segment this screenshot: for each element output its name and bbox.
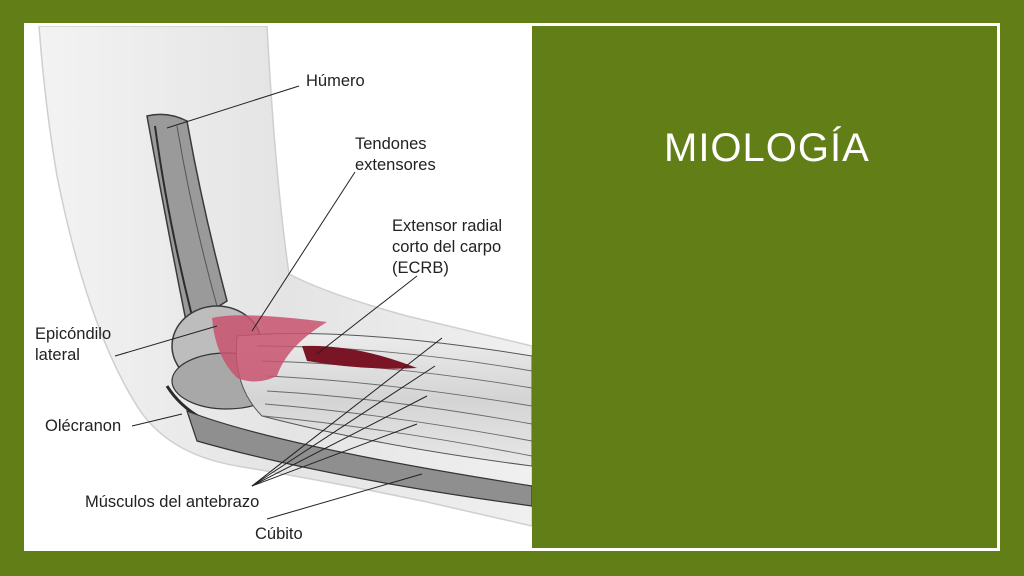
- label-cubito: Cúbito: [255, 525, 303, 543]
- humerus-bone: [146, 113, 228, 328]
- extensor-tendons-highlight: [212, 315, 327, 382]
- slide-title: MIOLOGÍA: [664, 126, 870, 170]
- label-tendones-extensores: Tendones extensores: [355, 135, 436, 174]
- label-humero: Húmero: [306, 72, 365, 90]
- label-ecrb: Extensor radial corto del carpo (ECRB): [392, 217, 503, 277]
- anatomy-figure-panel: Húmero Tendones extensores Extensor radi…: [27, 26, 532, 548]
- slide-frame: [24, 23, 1000, 551]
- elbow-anatomy-illustration: [38, 26, 532, 527]
- title-panel: MIOLOGÍA: [532, 26, 997, 548]
- label-olecranon: Olécranon: [45, 417, 122, 435]
- label-musculos-antebrazo: Músculos del antebrazo: [85, 493, 260, 511]
- ulna-bone: [186, 409, 532, 507]
- ecrb-muscle-highlight: [302, 345, 417, 369]
- label-epicondilo-lateral: Epicóndilo lateral: [35, 325, 112, 364]
